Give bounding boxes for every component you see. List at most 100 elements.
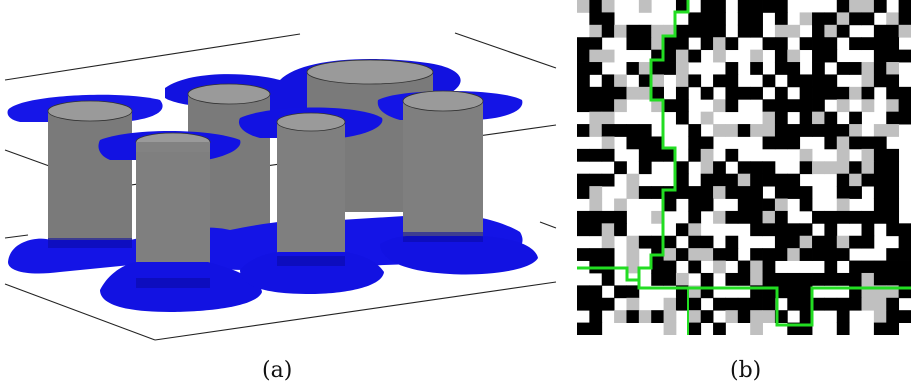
maze-cell (799, 310, 813, 323)
maze-cell (861, 297, 875, 311)
maze-cell (614, 223, 627, 237)
maze-cell (601, 173, 615, 187)
maze-cell (824, 210, 838, 224)
maze-cell (824, 161, 838, 175)
maze-cell (663, 37, 677, 51)
maze-cell (873, 297, 887, 311)
maze-cell (787, 272, 801, 286)
maze-cell (725, 62, 739, 75)
maze-cell (774, 186, 788, 199)
maze-cell (750, 161, 763, 175)
maze-cell (675, 0, 689, 13)
maze-cell (688, 198, 702, 212)
maze-cell (713, 74, 726, 88)
maze-cell (861, 12, 875, 26)
maze-cell (651, 74, 664, 88)
maze-cell (589, 285, 603, 299)
maze-cell (651, 37, 664, 51)
maze-cell (589, 62, 603, 75)
maze-cell (700, 310, 714, 323)
dark-shading-bands (48, 232, 483, 288)
maze-cell (836, 99, 850, 113)
maze-cell (589, 186, 603, 199)
maze-cell (638, 136, 652, 150)
maze-cell (873, 49, 887, 63)
maze-cell (886, 24, 900, 38)
maze-cell (886, 198, 900, 212)
maze-cell (774, 235, 788, 249)
maze-cell (898, 235, 911, 249)
figure-b-maze (577, 0, 911, 335)
maze-cell (774, 136, 788, 150)
maze-cell (626, 297, 640, 311)
maze-cell (849, 297, 862, 311)
maze-cell (861, 148, 875, 162)
maze-cell (713, 297, 726, 311)
maze-cell (873, 62, 887, 75)
maze-cell (688, 124, 702, 137)
maze-cell (688, 136, 702, 150)
maze-cell (861, 136, 875, 150)
maze-cell (886, 74, 900, 88)
maze-cell (663, 322, 677, 335)
maze-cell (737, 260, 751, 274)
maze-cell (836, 12, 850, 26)
maze-cell (675, 62, 689, 75)
maze-cell (861, 99, 875, 113)
maze-cell (737, 310, 751, 323)
maze-cell (725, 310, 739, 323)
maze-cell (873, 0, 887, 13)
pillar-front-right (377, 90, 523, 242)
maze-cell (836, 136, 850, 150)
maze-cell (898, 99, 911, 113)
maze-cell (713, 0, 726, 13)
maze-cell (700, 12, 714, 26)
maze-cell (774, 12, 788, 26)
maze-cell (849, 136, 862, 150)
maze-cell (713, 260, 726, 274)
maze-cell (861, 260, 875, 274)
maze-cell (601, 136, 615, 150)
maze-cell (663, 24, 677, 38)
maze-cell (577, 210, 590, 224)
maze-cell (836, 186, 850, 199)
maze-cell (651, 86, 664, 100)
maze-cell (577, 223, 590, 237)
maze-cell (638, 24, 652, 38)
maze-cell (824, 136, 838, 150)
maze-cell (614, 124, 627, 137)
maze-cell (787, 248, 801, 261)
maze-cell (886, 62, 900, 75)
maze-cell (812, 62, 825, 75)
maze-cell (725, 173, 739, 187)
maze-cell (812, 99, 825, 113)
maze-cell (750, 210, 763, 224)
maze-cell (898, 223, 911, 237)
maze-cell (577, 186, 590, 199)
maze-cell (861, 74, 875, 88)
maze-cell (750, 297, 763, 311)
maze-cell (675, 161, 689, 175)
maze-cell (812, 235, 825, 249)
maze-cell (713, 186, 726, 199)
maze-cell (799, 285, 813, 299)
maze-cell (737, 0, 751, 13)
maze-cell (750, 248, 763, 261)
maze-cell (762, 173, 776, 187)
maze-cell (812, 74, 825, 88)
maze-cell (577, 74, 590, 88)
maze-cell (725, 297, 739, 311)
maze-cell (824, 260, 838, 274)
maze-cell (675, 111, 689, 125)
maze-cell (675, 49, 689, 63)
maze-cell (651, 272, 664, 286)
maze-cell (589, 198, 603, 212)
maze-cell (799, 148, 813, 162)
maze-cell (799, 161, 813, 175)
maze-cell (762, 111, 776, 125)
maze-cell (824, 223, 838, 237)
maze-cell (601, 148, 615, 162)
maze-cell (651, 136, 664, 150)
maze-cell (577, 322, 590, 335)
maze-cell (713, 49, 726, 63)
